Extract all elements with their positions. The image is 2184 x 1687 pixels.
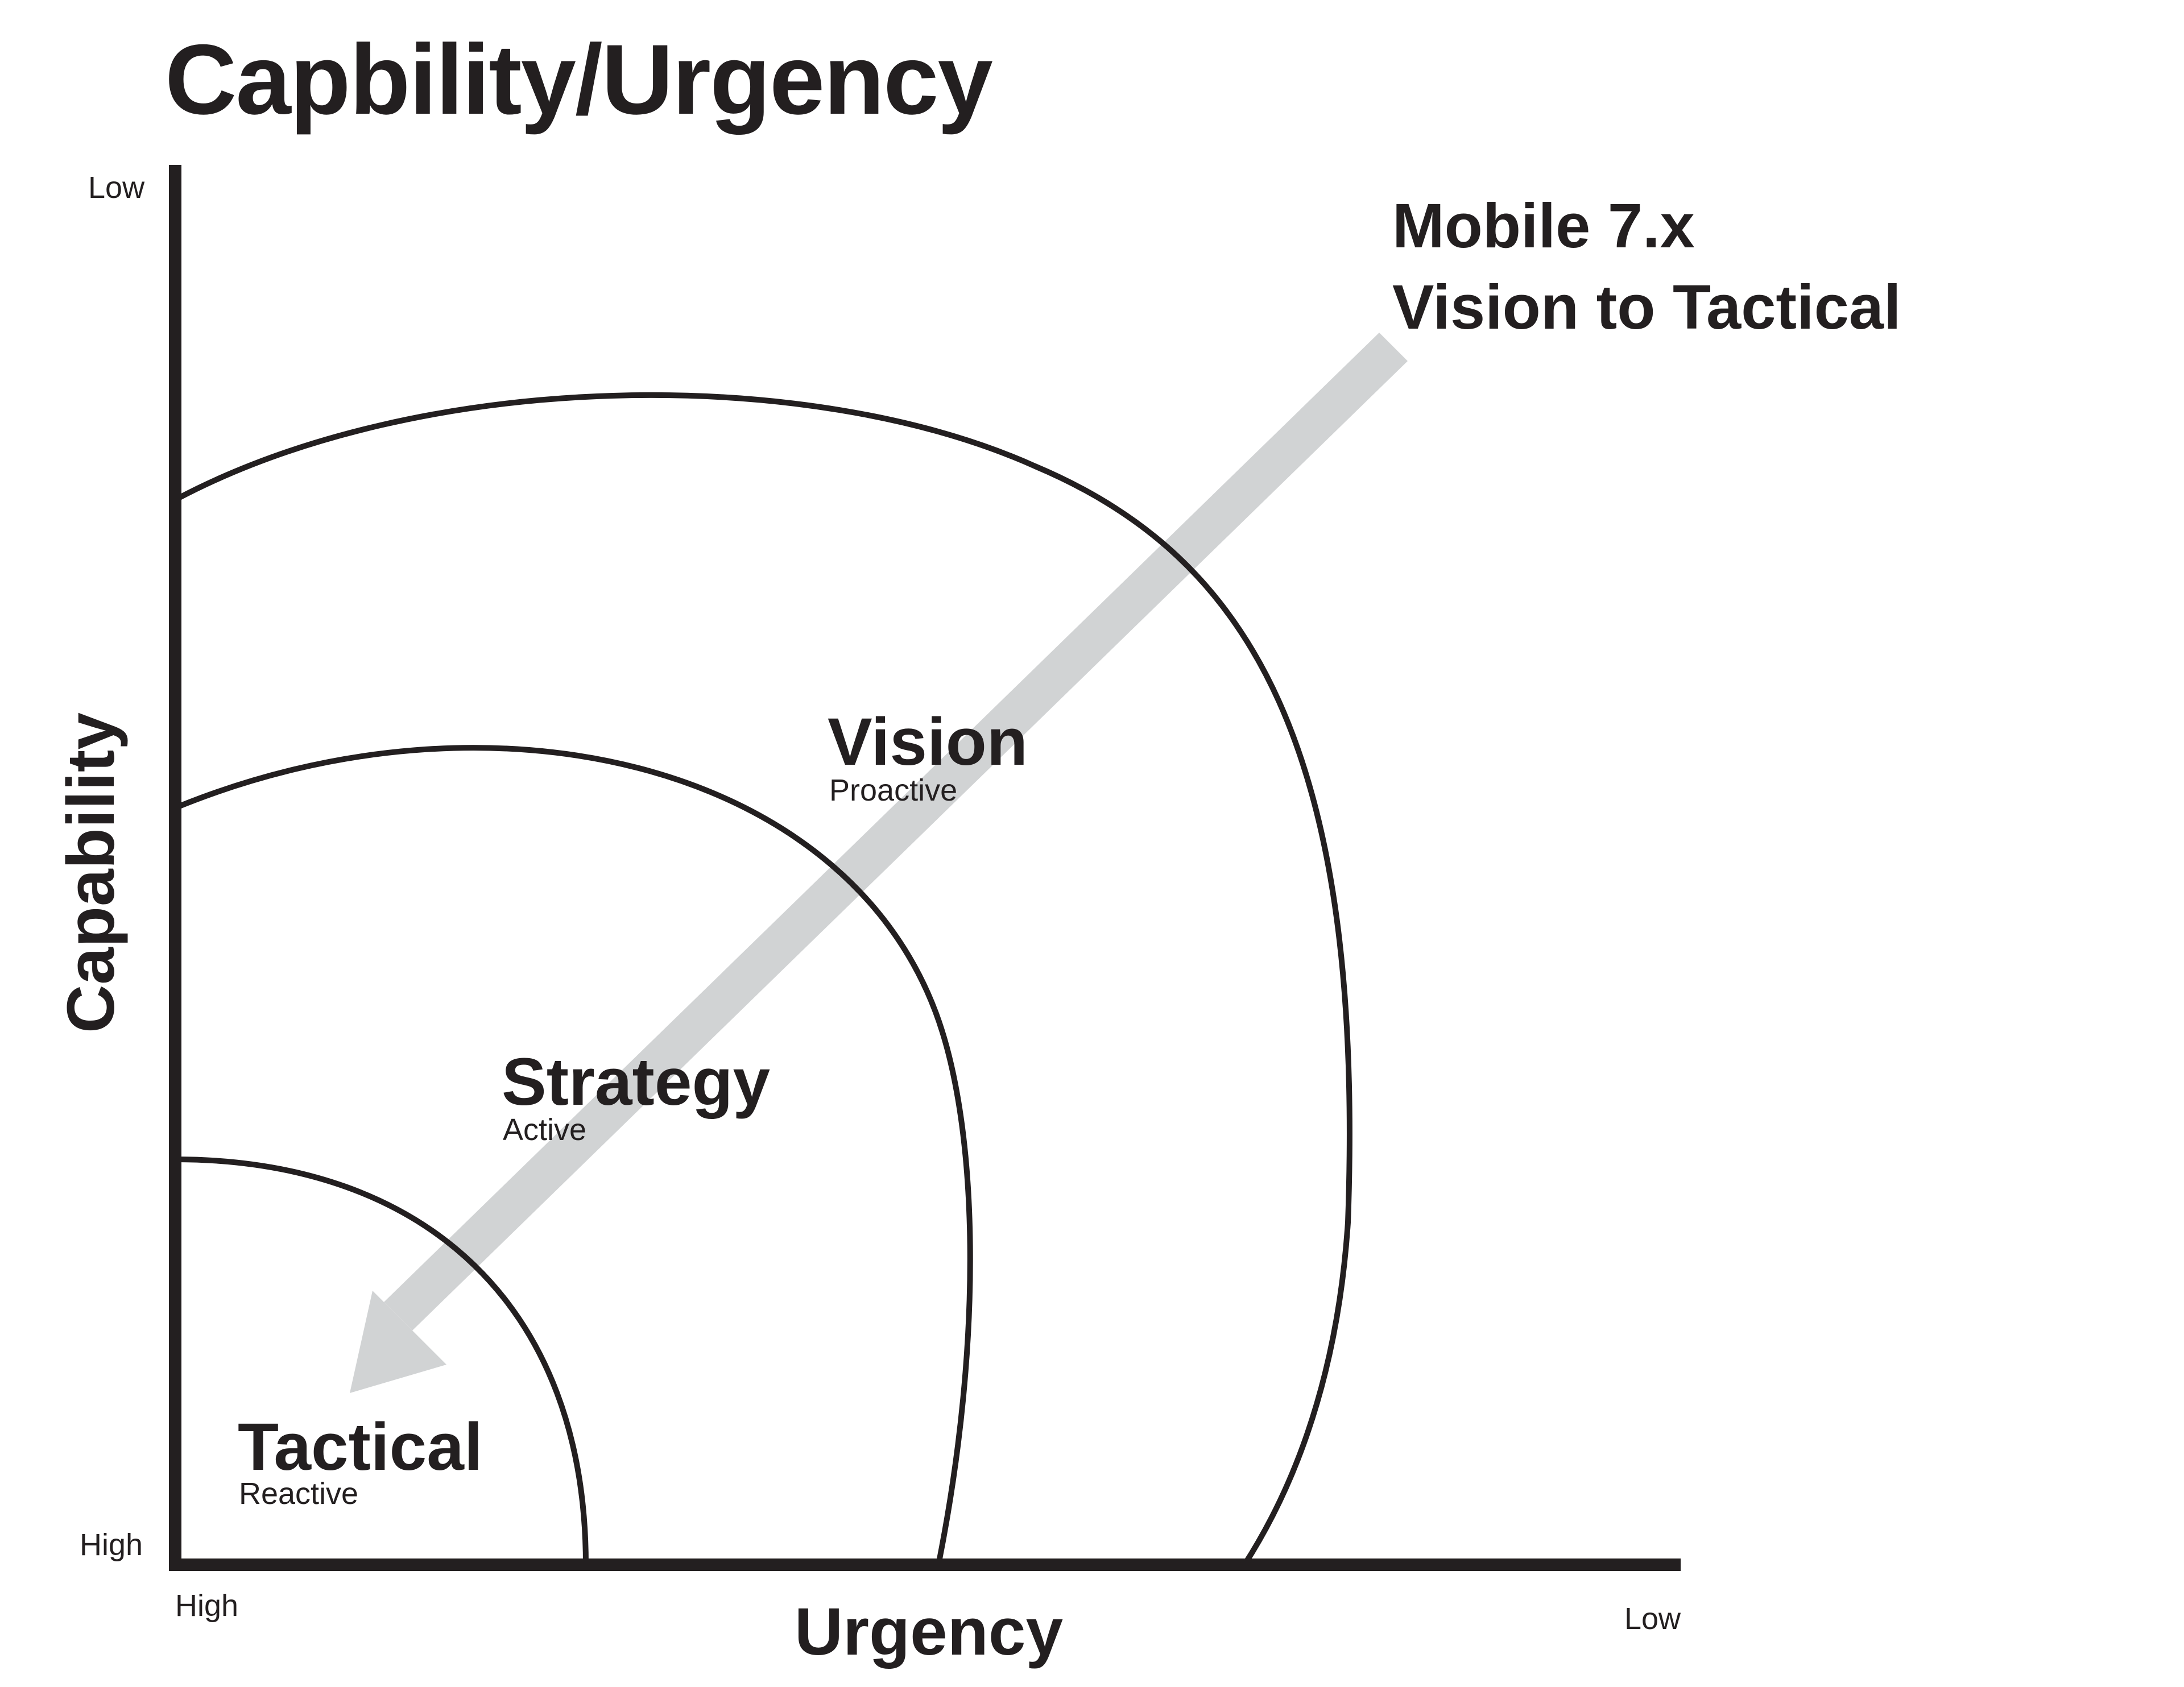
zone-tactical-name: Tactical [238,1410,483,1485]
zone-vision: Vision Proactive [828,704,1028,807]
zone-strategy-sub: Active [503,1113,586,1147]
diagram-title: Capbility/Urgency [165,24,993,135]
arrow-shaft [384,333,1408,1330]
zone-vision-name: Vision [828,704,1028,780]
x-axis-left-tick: High [175,1589,238,1623]
zone-tactical-sub: Reactive [239,1477,358,1511]
zone-vision-sub: Proactive [829,773,957,807]
arrowhead [350,1291,446,1393]
direction-arrow [350,333,1408,1393]
x-axis-right-tick: Low [1624,1602,1681,1636]
x-axis-label: Urgency [795,1594,1063,1669]
vision-arc [175,392,1352,1566]
y-axis-bottom-tick: High [80,1528,143,1562]
y-axis-label: Capability [53,712,129,1033]
y-axis-top-tick: Low [88,171,145,205]
zone-strategy: Strategy Active [502,1044,770,1147]
strategy-arc [175,745,973,1565]
zone-strategy-name: Strategy [502,1044,770,1120]
callout-line-2: Vision to Tactical [1392,272,1901,342]
callout-line-1: Mobile 7.x [1392,191,1695,261]
tactical-arc [176,1157,589,1565]
callout: Mobile 7.x Vision to Tactical [1392,191,1901,342]
zone-tactical: Tactical Reactive [238,1410,483,1511]
